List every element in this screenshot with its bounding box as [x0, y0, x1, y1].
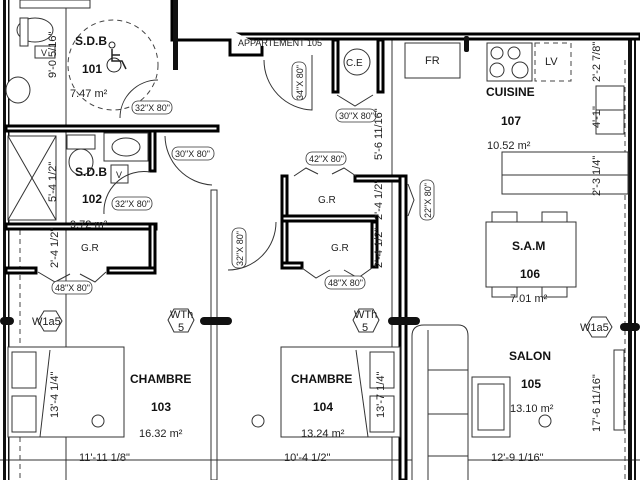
room-salon-105: SALON 105 13.10 m² 12'-9 1/16" 17'-6 11/…	[411, 324, 625, 480]
room-name: S.D.B	[75, 34, 107, 48]
fridge-box	[404, 42, 461, 79]
room-number: 107	[501, 114, 521, 128]
dimension: 5'-6 11/16"	[373, 108, 385, 160]
window-tag-number: 5	[362, 322, 368, 334]
room-number: 103	[151, 400, 171, 414]
door-tag: 48"X 80"	[55, 283, 90, 293]
room-name: S.D.B	[75, 165, 107, 179]
vanity-label: V	[116, 170, 122, 180]
room-number: 101	[82, 62, 102, 76]
window-tag-number: 5	[178, 322, 184, 334]
vanity-box	[34, 45, 56, 59]
room-name: CUISINE	[486, 85, 535, 99]
windows: W1a5 WTh 5 WTh 5 W1a5	[0, 308, 640, 338]
dimension: 11'-11 1/8"	[79, 452, 130, 464]
corridor-doors: 30"X 80" 32"X 80"	[164, 135, 277, 271]
tv-unit	[613, 349, 625, 431]
dimension: 10'-4 1/2"	[284, 452, 330, 464]
door-tag: 34"X 80"	[295, 65, 305, 100]
dimension: 4'-1"	[591, 106, 603, 128]
light-fixture-icon	[251, 414, 265, 428]
entry: APPARTEMENT 105 34"X 80" C.E 30"X 80"	[238, 38, 385, 123]
room-area: 9.72 m²	[70, 219, 108, 231]
room-number: 104	[313, 400, 333, 414]
water-heater-icon	[343, 48, 371, 76]
vanity-label: V	[41, 48, 47, 58]
room-area: 13.24 m²	[301, 428, 345, 440]
sofa	[411, 324, 469, 480]
room-area: 7.01 m²	[510, 293, 548, 305]
window-tag: W1a5	[32, 316, 61, 328]
kitchen-island	[501, 151, 629, 195]
dimension: 2'-4 1/2"	[49, 228, 61, 268]
light-fixture-icon	[91, 414, 105, 428]
door-tag: 22"X 80"	[423, 183, 433, 218]
fridge-label: FR	[425, 55, 440, 67]
room-chambre-104: 13'-7 1/4" CHAMBRE 104 13.24 m² 10'-4 1/…	[280, 346, 401, 464]
dimension: 13'-4 1/4"	[49, 372, 61, 418]
sink-icon	[111, 137, 141, 157]
dimension: 2'-2 7/8"	[591, 42, 603, 82]
room-number: 105	[521, 377, 541, 391]
closet-label: G.R	[81, 243, 99, 254]
exterior-walls	[3, 0, 640, 480]
window-tag: W1a5	[580, 322, 609, 334]
room-name: S.A.M	[512, 239, 545, 253]
dishwasher-label: LV	[545, 56, 558, 68]
wheelchair-icon	[106, 41, 127, 73]
room-name: CHAMBRE	[130, 372, 191, 386]
dining-table	[485, 221, 577, 288]
sink-icon	[5, 76, 31, 104]
dimension: 5'-4 1/2"	[47, 162, 59, 202]
closet-label: G.R	[331, 243, 349, 254]
room-area: 10.52 m²	[487, 140, 531, 152]
room-sdb-102: V S.D.B 102 9.72 m² 5'-4 1/2" 32"X 80"	[7, 132, 153, 231]
room-sam-106: S.A.M 106 7.01 m²	[485, 211, 577, 305]
toilet-icon	[68, 148, 94, 176]
closets: G.R 2'-4 1/2" 48"X 80" G.R 42"X 80" G.R …	[37, 151, 435, 295]
dimension: 12'-9 1/16"	[491, 452, 544, 464]
apartment-label: APPARTEMENT 105	[238, 38, 322, 48]
dimension: 9'-0 5/16"	[47, 32, 59, 78]
window-tag: WTh	[170, 309, 193, 321]
room-number: 102	[82, 192, 102, 206]
dishwasher-box	[534, 42, 572, 82]
door-tag: 42"X 80"	[309, 154, 344, 164]
room-area: 7.47 m²	[70, 88, 108, 100]
door-tag: 30"X 80"	[339, 111, 374, 121]
dimension: 2'-3 1/4"	[591, 156, 603, 196]
turning-circle	[67, 19, 159, 111]
room-area: 16.32 m²	[139, 428, 183, 440]
door-tag: 48"X 80"	[328, 278, 363, 288]
door-tag: 32"X 80"	[135, 103, 170, 113]
room-name: SALON	[509, 349, 551, 363]
ce-label: C.E	[346, 58, 363, 69]
door-tag: 32"X 80"	[115, 199, 150, 209]
door-tag: 30"X 80"	[175, 149, 210, 159]
room-name: CHAMBRE	[291, 372, 352, 386]
dimension: 2'-4 1/2"	[373, 228, 385, 268]
interior-walls	[4, 124, 408, 480]
room-number: 106	[520, 267, 540, 281]
closet-label: G.R	[318, 195, 336, 206]
dimension: 17'-6 11/16"	[591, 374, 603, 432]
light-fixture-icon	[538, 414, 552, 428]
dimension: 13'-7 1/4"	[375, 372, 387, 418]
dimension: 2'-4 1/2"	[373, 180, 385, 220]
window-tag: WTh	[354, 309, 377, 321]
room-chambre-103: 13'-4 1/4" CHAMBRE 103 16.32 m² 11'-11 1…	[7, 346, 265, 464]
door-tag: 32"X 80"	[235, 231, 245, 266]
room-area: 13.10 m²	[510, 403, 554, 415]
room-cuisine-107: FR LV CUISINE 107 10.52 m² 2'-2 7/8" 4'-…	[373, 36, 629, 196]
room-sdb-101: V S.D.B 101 7.47 m² 9'-0 5/16" 32"X 80"	[5, 0, 173, 119]
